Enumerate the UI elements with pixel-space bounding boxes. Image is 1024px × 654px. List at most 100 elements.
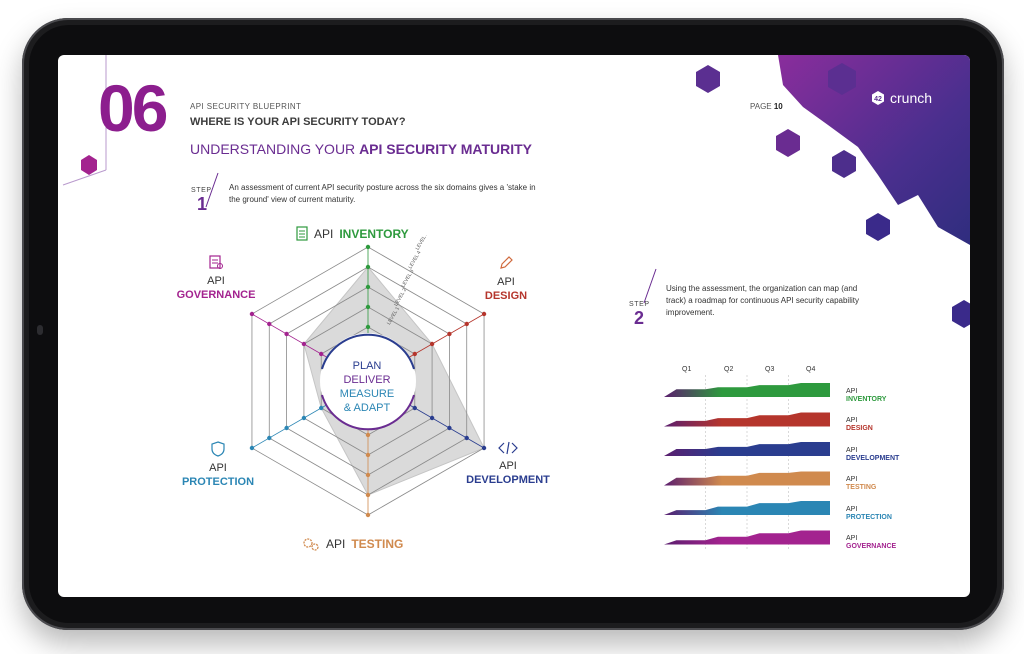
step1-number: 1	[197, 194, 208, 214]
level-dot	[429, 415, 435, 421]
development-prefix: API	[499, 460, 517, 472]
domain-design: API DESIGN	[476, 255, 536, 303]
roadmap-prefix: API	[846, 476, 858, 483]
brand-logo: 42 crunch	[870, 90, 932, 106]
document-list-icon	[296, 226, 308, 241]
clipboard-icon	[209, 255, 223, 269]
axis-spoke	[397, 313, 485, 365]
step2-text: Using the assessment, the organization c…	[666, 284, 859, 317]
step2-label: STEP	[629, 301, 650, 308]
axis-spoke	[397, 397, 485, 449]
level-dot	[365, 472, 371, 478]
quarter-q4: Q4	[806, 366, 816, 373]
level-dot	[464, 321, 469, 327]
protection-prefix: API	[209, 462, 227, 474]
level-dot	[365, 452, 371, 458]
level-dot	[429, 341, 435, 347]
camera-dot	[37, 325, 43, 335]
level-dot	[249, 311, 255, 317]
roadmap-band	[664, 442, 830, 456]
protection-name: PROTECTION	[181, 476, 255, 488]
center-adapt: & ADAPT	[343, 402, 391, 414]
pencil-icon	[500, 256, 513, 269]
roadmap-name: DEVELOPMENT	[846, 455, 900, 462]
roadmap-prefix: API	[846, 417, 858, 424]
level-dot	[249, 445, 255, 451]
heading-bold: API SECURITY MATURITY	[359, 141, 532, 157]
roadmap-band	[664, 530, 830, 545]
roadmap-band	[664, 501, 830, 515]
level-dot	[267, 321, 272, 327]
roadmap-name: INVENTORY	[846, 396, 887, 403]
quarter-q1: Q1	[682, 366, 692, 373]
level-dot	[284, 331, 289, 337]
level-label: LEVEL 5	[415, 235, 430, 251]
roadmap-name: TESTING	[846, 484, 877, 491]
level-dot	[412, 351, 417, 357]
level-dot	[365, 432, 371, 438]
level-dot	[481, 311, 487, 317]
center-arc-top	[321, 333, 415, 370]
center-measure: MEASURE	[339, 388, 395, 400]
section-kicker: API SECURITY BLUEPRINT	[190, 102, 302, 111]
step2-number: 2	[634, 308, 645, 328]
page-label: PAGE	[750, 102, 774, 111]
roadmap-prefix: API	[846, 506, 858, 513]
step1-label: STEP	[191, 187, 212, 194]
quarter-q2: Q2	[724, 366, 734, 373]
design-name: DESIGN	[484, 290, 528, 302]
governance-name: GOVERNANCE	[176, 289, 256, 301]
governance-prefix: API	[207, 275, 225, 287]
level-dot	[464, 435, 469, 441]
level-dot	[365, 492, 371, 498]
level-dot	[301, 341, 307, 347]
level-dot	[319, 351, 324, 357]
testing-prefix: API	[326, 537, 346, 551]
step1-text: An assessment of current API security po…	[229, 183, 536, 204]
center-deliver: DELIVER	[343, 374, 391, 386]
development-name: DEVELOPMENT	[466, 474, 550, 486]
level-dot	[301, 415, 307, 421]
design-prefix: API	[497, 276, 515, 288]
document-page: 06 API SECURITY BLUEPRINT WHERE IS YOUR …	[58, 55, 970, 597]
center-plan: PLAN	[352, 360, 382, 372]
radar-center-text: PLAN DELIVER MEASURE & ADAPT	[327, 359, 407, 415]
level-dot	[365, 304, 371, 310]
domain-protection: API PROTECTION	[168, 441, 268, 489]
roadmap-band	[664, 471, 830, 486]
axis-spoke	[251, 397, 339, 449]
level-dot	[365, 264, 371, 270]
crunch-logo-icon: 42	[872, 91, 884, 105]
inventory-prefix: API	[314, 226, 334, 241]
inventory-name: INVENTORY	[339, 226, 409, 241]
domain-development: API DEVELOPMENT	[458, 441, 558, 487]
level-dot	[319, 405, 324, 411]
level-dot	[447, 425, 452, 431]
level-label: LEVEL 3	[400, 269, 415, 289]
roadmap-prefix: API	[846, 388, 858, 395]
section-question-title: WHERE IS YOUR API SECURITY TODAY?	[190, 116, 406, 128]
decorative-hexagons	[62, 55, 970, 328]
level-dot	[365, 244, 371, 250]
level-dot	[412, 405, 417, 411]
roadmap-name: PROTECTION	[846, 514, 892, 521]
domain-testing: API TESTING	[302, 536, 403, 552]
roadmap-name: DESIGN	[846, 425, 873, 432]
page-number-value: 10	[773, 102, 783, 111]
testing-name: TESTING	[351, 537, 404, 551]
svg-text:42: 42	[874, 96, 882, 103]
domain-inventory: API INVENTORY	[296, 226, 409, 241]
gears-icon	[303, 538, 319, 551]
roadmap-band	[664, 383, 830, 397]
level-label: LEVEL 4	[408, 250, 423, 270]
roadmap-band	[664, 412, 830, 427]
axis-spoke	[251, 313, 339, 365]
level-label: LEVEL 2	[393, 287, 408, 307]
level-dot	[481, 445, 487, 451]
quarter-q3: Q3	[765, 366, 775, 373]
level-dot	[284, 425, 289, 431]
page-number: PAGE 10	[750, 102, 783, 111]
logo-text: crunch	[890, 90, 933, 106]
